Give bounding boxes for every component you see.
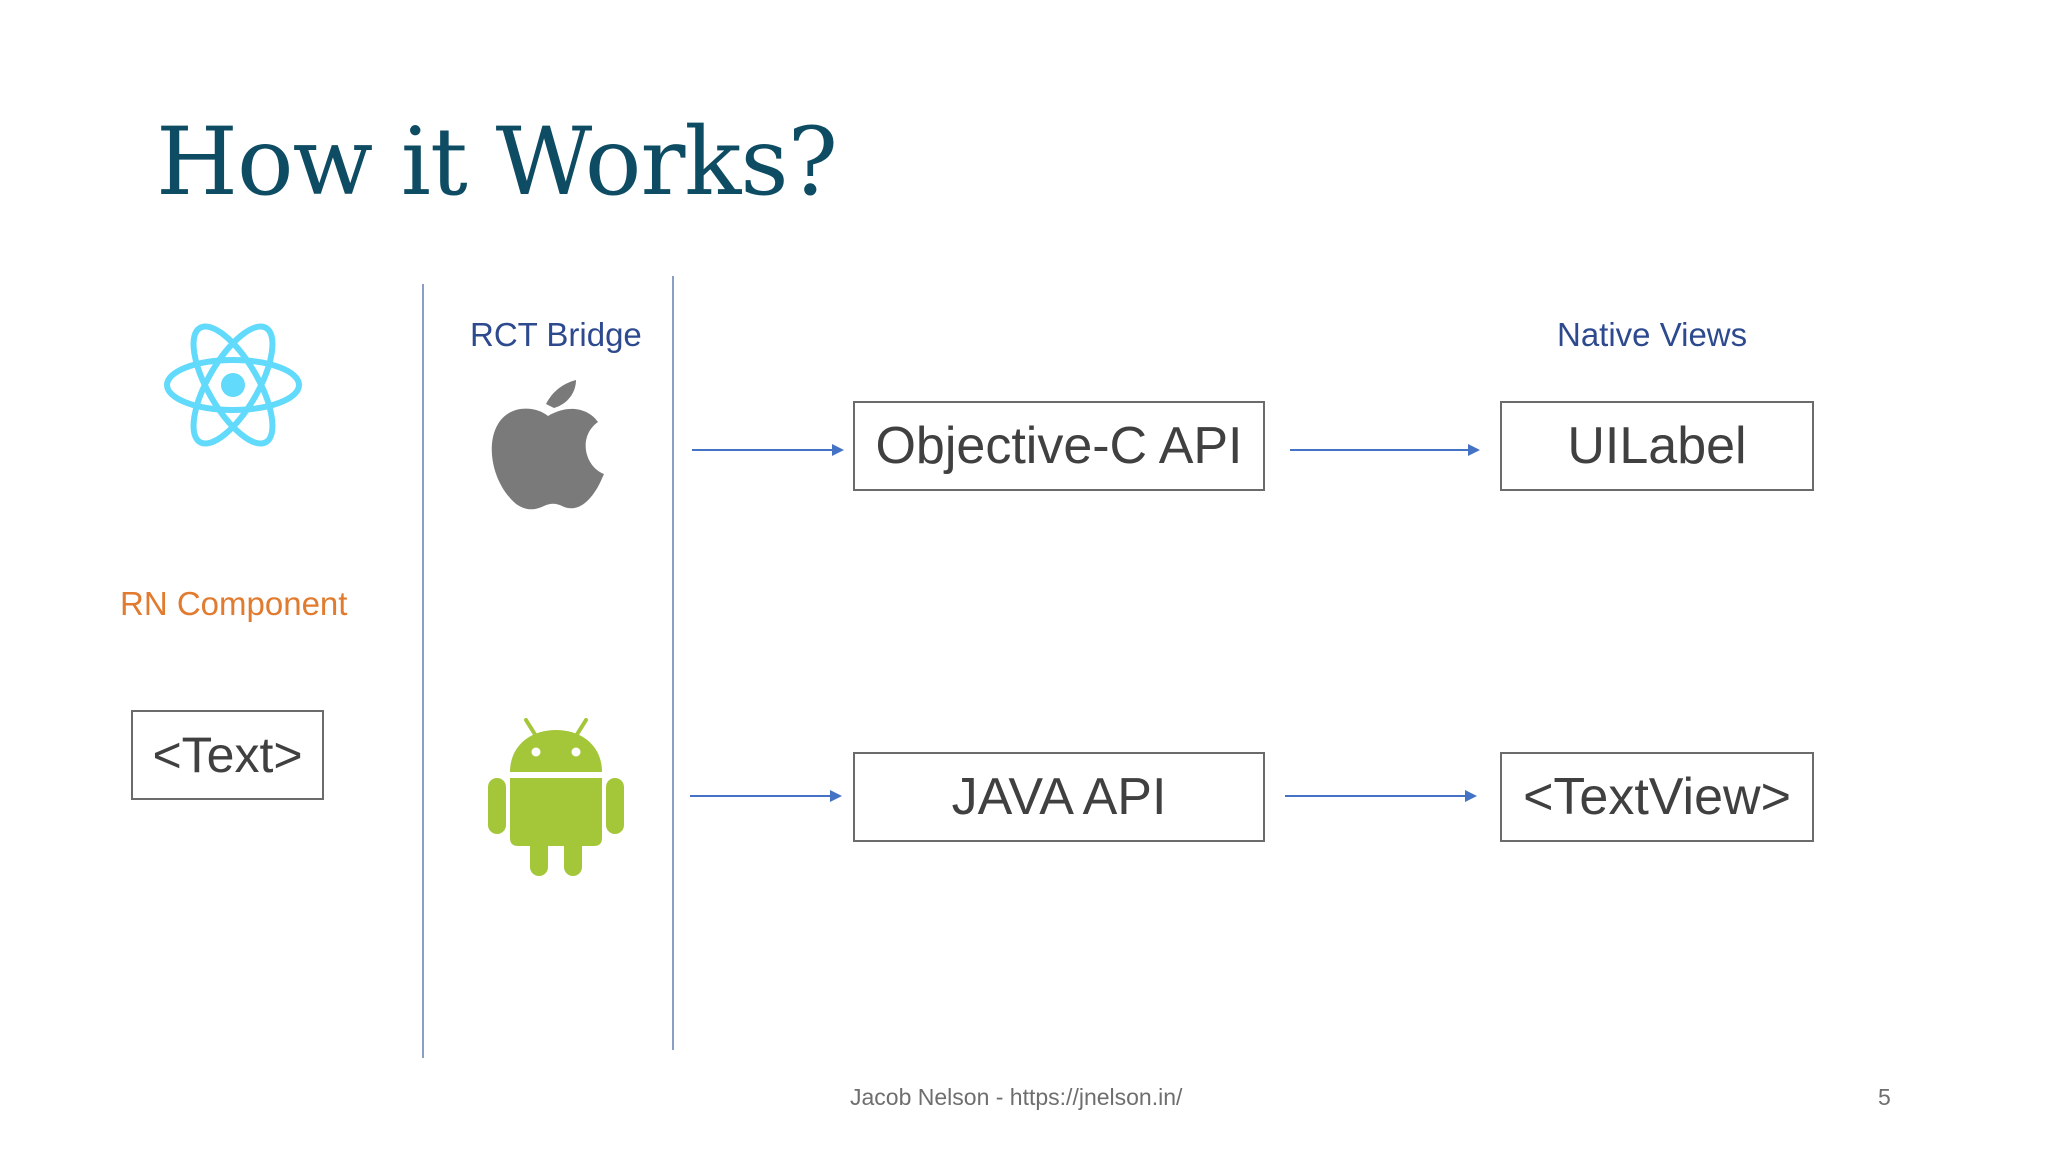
rn-text-component-box: <Text> — [131, 710, 324, 800]
native-views-heading: Native Views — [1557, 316, 1748, 353]
objective-c-api-box: Objective-C API — [853, 401, 1265, 491]
apple-logo-icon — [491, 380, 604, 510]
bridge-heading: RCT Bridge — [470, 316, 642, 353]
column-divider-right — [672, 276, 674, 1050]
android-logo-icon — [488, 718, 624, 876]
arrow-right-icon — [690, 790, 842, 802]
page-number: 5 — [1878, 1084, 1891, 1110]
rn-component-heading: RN Component — [120, 585, 348, 622]
java-api-box: JAVA API — [853, 752, 1265, 842]
react-logo-icon — [164, 323, 302, 447]
arrow-right-icon — [1285, 790, 1477, 802]
footer-credit: Jacob Nelson - https://jnelson.in/ — [850, 1084, 1183, 1110]
slide-title: How it Works? — [156, 108, 838, 217]
uilabel-box: UILabel — [1500, 401, 1814, 491]
arrow-right-icon — [692, 444, 844, 456]
column-divider-left — [422, 284, 424, 1058]
arrow-right-icon — [1290, 444, 1480, 456]
textview-box: <TextView> — [1500, 752, 1814, 842]
